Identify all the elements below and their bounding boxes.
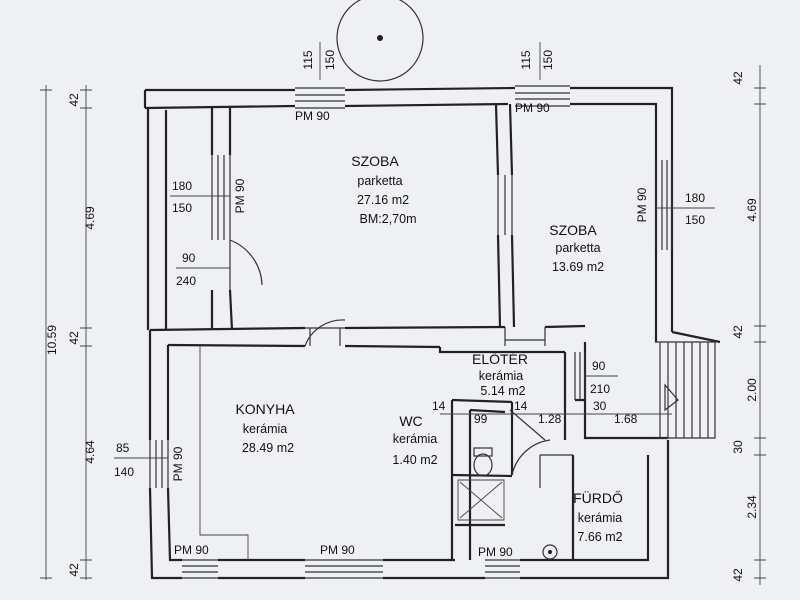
door-left-h: 240 [176, 274, 196, 288]
door-left-w: 90 [182, 251, 196, 265]
win-left-upper-w: 180 [172, 179, 192, 193]
svg-text:13.69 m2: 13.69 m2 [552, 260, 604, 274]
win-left-lower-label: PM 90 [171, 446, 185, 481]
svg-text:ELŐTÉR: ELŐTÉR [472, 351, 528, 367]
win-left-upper-label: PM 90 [233, 178, 247, 213]
svg-text:FÜRDŐ: FÜRDŐ [573, 489, 623, 506]
win-right-upper-h: 150 [685, 213, 705, 227]
win-top-left-w: 115 [301, 50, 315, 69]
win-bottom-2-label: PM 90 [320, 543, 355, 557]
room-label-szoba-2: SZOBA parketta 13.69 m2 [549, 222, 604, 274]
dim-right-2: 4.69 [745, 198, 759, 222]
win-bottom-3-label: PM 90 [478, 545, 513, 559]
room-label-furdo: FÜRDŐ kerámia 7.66 m2 [573, 489, 623, 544]
svg-text:parketta: parketta [555, 241, 600, 255]
dim-left-5: 42 [67, 563, 81, 577]
svg-text:kerámia: kerámia [479, 369, 524, 383]
win-right-upper-label: PM 90 [635, 187, 649, 222]
room-label-konyha: KONYHA kerámia 28.49 m2 [235, 401, 295, 455]
svg-text:kerámia: kerámia [243, 422, 288, 436]
win-left-lower-h: 140 [114, 465, 134, 479]
svg-text:SZOBA: SZOBA [351, 153, 399, 169]
dim-inner-e: 30 [593, 399, 607, 413]
dim-left-2: 4.69 [83, 206, 97, 230]
interior-walls [149, 103, 586, 560]
dim-left-3: 42 [67, 331, 81, 345]
dim-inner-c: 14 [514, 399, 528, 413]
window-labels: 115 150 PM 90 115 150 PM 90 180 150 PM 9… [114, 42, 715, 559]
outer-walls [143, 86, 721, 580]
windows [149, 85, 673, 579]
door-entry-h: 210 [590, 382, 610, 396]
win-top-right-w: 115 [519, 50, 533, 69]
dim-right-6: 2.34 [745, 495, 759, 519]
svg-text:7.66 m2: 7.66 m2 [577, 530, 622, 544]
win-left-lower-w: 85 [116, 441, 130, 455]
entry-stairs [655, 341, 716, 439]
win-top-left-h: 150 [323, 50, 337, 70]
dim-right-5: 30 [731, 440, 745, 454]
dim-inner-b: 99 [474, 412, 488, 426]
win-top-right-h: 150 [541, 50, 555, 70]
dim-right-3: 42 [731, 325, 745, 339]
dim-right-7: 42 [731, 568, 745, 582]
svg-text:KONYHA: KONYHA [235, 401, 295, 417]
svg-text:27.16 m2: 27.16 m2 [357, 193, 409, 207]
dim-left-1: 42 [67, 93, 81, 107]
inner-dimensions: 14 99 14 1.28 30 1.68 [432, 399, 672, 426]
dim-inner-d: 1.28 [538, 412, 562, 426]
dim-right-1: 42 [731, 71, 745, 85]
win-top-right-label: PM 90 [515, 101, 550, 115]
right-dimension-chain: 42 4.69 42 2.00 30 2.34 42 [731, 65, 766, 585]
svg-text:28.49 m2: 28.49 m2 [242, 441, 294, 455]
dim-left-total: 10.59 [45, 325, 59, 355]
dim-inner-f: 1.68 [614, 412, 638, 426]
dim-inner-a: 14 [432, 399, 446, 413]
washbasin-symbol [542, 544, 558, 560]
room-label-szoba-1: SZOBA parketta 27.16 m2 BM:2,70m [351, 153, 416, 226]
doors [229, 239, 573, 488]
dim-left-4: 4.64 [83, 440, 97, 464]
svg-text:5.14 m2: 5.14 m2 [480, 384, 525, 398]
svg-text:parketta: parketta [357, 174, 402, 188]
win-bottom-1-label: PM 90 [174, 543, 209, 557]
svg-text:kerámia: kerámia [578, 511, 623, 525]
round-symbol [336, 0, 424, 82]
dim-right-4: 2.00 [745, 378, 759, 402]
svg-text:1.40 m2: 1.40 m2 [392, 453, 437, 467]
toilet-symbol [473, 447, 493, 477]
win-left-upper-h: 150 [172, 201, 192, 215]
win-top-left-label: PM 90 [295, 109, 330, 123]
svg-text:kerámia: kerámia [393, 432, 438, 446]
svg-text:SZOBA: SZOBA [549, 222, 597, 238]
room-label-wc: WC kerámia 1.40 m2 [392, 413, 437, 467]
svg-text:WC: WC [399, 413, 422, 429]
room-label-eloter: ELŐTÉR kerámia 5.14 m2 [472, 351, 528, 398]
win-right-upper-w: 180 [685, 191, 705, 205]
left-dimension-chain: 10.59 42 4.69 42 4.64 42 [40, 85, 97, 580]
svg-text:BM:2,70m: BM:2,70m [360, 212, 417, 226]
door-entry-w: 90 [592, 359, 606, 373]
